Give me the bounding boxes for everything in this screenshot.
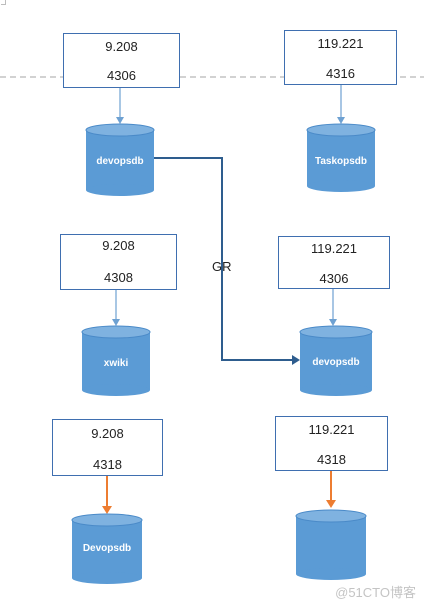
- db-label-mid-right: devopsdb: [312, 357, 360, 368]
- db-cylinder-bottom-left: [71, 513, 143, 584]
- server-box-top-right: 119.221 4316: [284, 30, 397, 85]
- server-box-bottom-left: 9.208 4318: [52, 419, 163, 476]
- db-label-top-right: Taskopsdb: [314, 156, 368, 167]
- server-port: 4308: [104, 270, 133, 285]
- server-port: 4306: [107, 68, 136, 83]
- db-cylinder-mid-left: [81, 325, 151, 396]
- db-label-mid-left: xwiki: [103, 358, 129, 369]
- watermark: @51CTO博客: [335, 585, 416, 600]
- db-label-bottom-left: Devopsdb: [82, 543, 132, 554]
- arrowhead-mid-left: [112, 319, 120, 326]
- server-port: 4316: [326, 66, 355, 81]
- server-port: 4306: [319, 271, 349, 286]
- gr-connector: [154, 157, 294, 361]
- db-cylinder-bottom-right: [295, 509, 367, 580]
- server-box-bottom-right: 119.221 4318: [275, 416, 388, 471]
- gr-arrowhead: [292, 355, 300, 365]
- server-port: 4318: [93, 457, 122, 472]
- db-cylinder-top-left: [85, 123, 155, 196]
- server-ip: 119.221: [317, 36, 364, 51]
- server-port: 4318: [317, 452, 346, 467]
- server-box-mid-right: 119.221 4306: [278, 236, 390, 289]
- server-box-top-left: 9.208 4306: [63, 33, 180, 88]
- db-label-top-left: devopsdb: [96, 156, 144, 167]
- db-cylinder-top-right: [306, 123, 376, 192]
- corner-mark: [1, 0, 6, 5]
- gr-label: GR: [212, 259, 232, 274]
- server-ip: 119.221: [310, 241, 358, 256]
- server-ip: 9.208: [91, 426, 124, 441]
- arrowhead-top-left: [116, 117, 124, 124]
- server-ip: 9.208: [105, 39, 138, 54]
- server-ip: 9.208: [102, 238, 135, 253]
- arrowhead-bottom-right: [326, 500, 336, 508]
- arrowhead-bottom-left: [102, 506, 112, 514]
- arrowhead-mid-right: [329, 319, 337, 326]
- db-cylinder-mid-right: [299, 325, 373, 396]
- server-ip: 119.221: [308, 422, 355, 437]
- arrowhead-top-right: [337, 117, 345, 124]
- server-box-mid-left: 9.208 4308: [60, 234, 177, 290]
